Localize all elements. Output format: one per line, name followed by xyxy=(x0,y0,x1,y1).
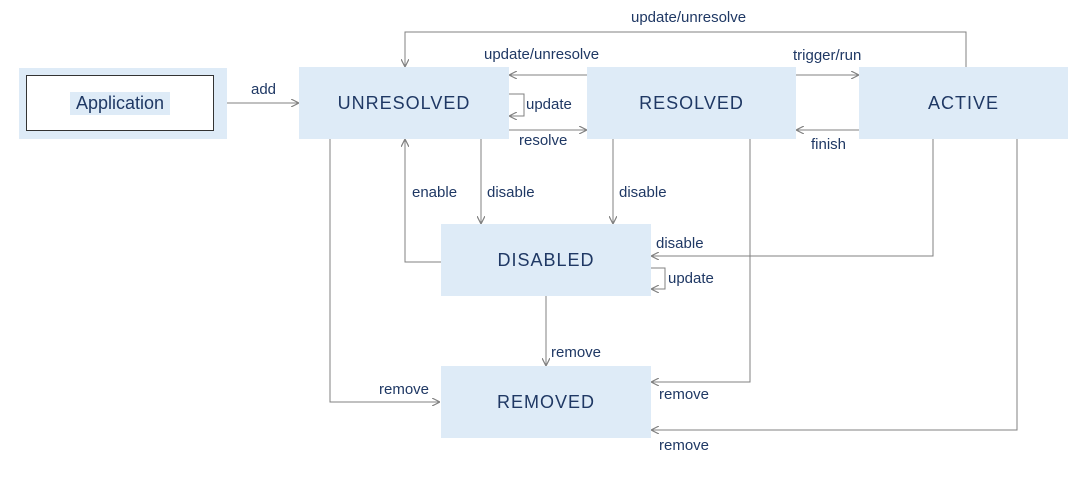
state-disabled: DISABLED xyxy=(441,224,651,296)
edge-label-finish: finish xyxy=(811,136,847,153)
edge-label-disable-active: disable xyxy=(656,235,704,252)
edge-label-update-unresolved: update xyxy=(526,96,572,113)
edge-label-remove-unresolved: remove xyxy=(379,381,430,398)
application-node: Application xyxy=(26,75,214,131)
edge-label-remove-disabled: remove xyxy=(551,344,602,361)
edge-active-to-disabled xyxy=(651,139,934,256)
edge-label-update-unresolve-top: update/unresolve xyxy=(631,9,747,26)
edge-label-disable-resolved: disable xyxy=(619,184,667,201)
state-active: ACTIVE xyxy=(859,67,1068,139)
state-unresolved: UNRESOLVED xyxy=(299,67,509,139)
state-resolved: RESOLVED xyxy=(587,67,796,139)
edge-label-add: add xyxy=(251,81,277,98)
edge-label-disable-unresolved: disable xyxy=(487,184,535,201)
edge-unresolved-self-update xyxy=(509,93,525,116)
edge-label-remove-resolved: remove xyxy=(659,386,710,403)
edge-label-trigger-run: trigger/run xyxy=(793,47,862,64)
edge-resolved-to-removed xyxy=(651,139,751,382)
edge-unresolved-to-removed xyxy=(329,139,440,402)
edge-label-update-unresolve: update/unresolve xyxy=(484,46,600,63)
state-removed: REMOVED xyxy=(441,366,651,438)
edge-active-to-removed xyxy=(651,139,1018,430)
edge-label-resolve: resolve xyxy=(519,132,568,149)
edge-disabled-to-unresolved xyxy=(405,139,441,263)
edge-label-enable: enable xyxy=(412,184,458,201)
application-label: Application xyxy=(69,91,171,115)
edge-label-update-disabled: update xyxy=(668,270,714,287)
edge-label-remove-active: remove xyxy=(659,437,710,454)
edge-disabled-self-update xyxy=(651,267,666,289)
edge-active-to-unresolved xyxy=(405,31,967,68)
